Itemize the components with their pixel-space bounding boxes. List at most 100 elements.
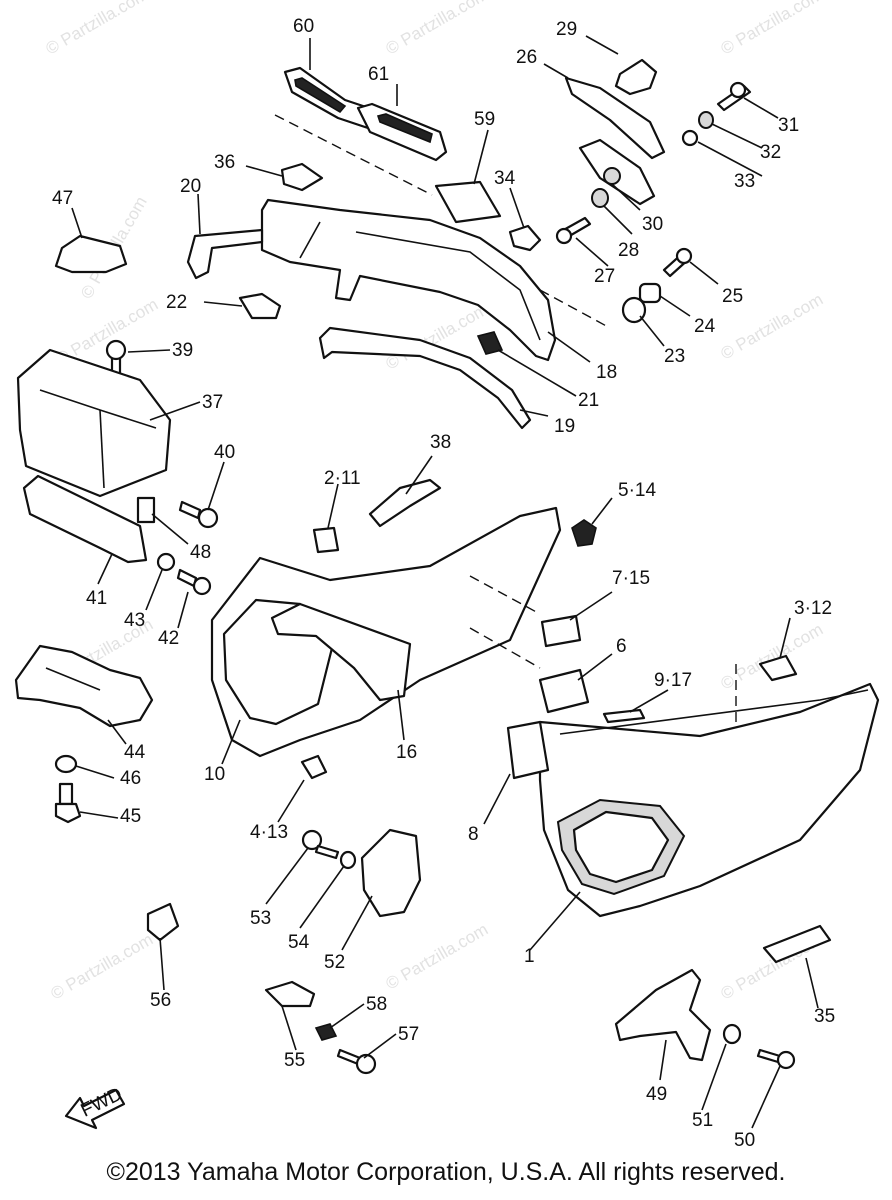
fwd-arrow-shape xyxy=(64,1088,126,1130)
part-20-grab-bar xyxy=(186,228,264,280)
callout-8: 8 xyxy=(468,824,479,845)
leader-lines xyxy=(71,35,819,1129)
part-60-emblem-detail xyxy=(294,77,347,114)
callout-20: 20 xyxy=(180,176,201,197)
callout-44: 44 xyxy=(124,742,146,763)
callout-1: 1 xyxy=(524,946,535,967)
part-30-hole xyxy=(603,167,621,185)
part-6-decal xyxy=(538,668,590,714)
callout-39: 39 xyxy=(172,340,193,361)
part-45-bolt xyxy=(58,782,74,806)
part-40-bolt xyxy=(178,500,202,520)
callout-16: 16 xyxy=(396,742,417,763)
part-47-clip xyxy=(54,234,128,274)
callout-9-17: 9·17 xyxy=(654,670,692,691)
part-61-emblem-detail xyxy=(376,113,433,144)
watermark: © Partzilla.com xyxy=(43,0,152,58)
dashed-guide-10b xyxy=(469,627,541,669)
part-35-bracket xyxy=(762,924,832,964)
callout-33: 33 xyxy=(734,171,755,192)
callout-labels: 60 61 29 26 31 32 33 59 34 36 20 47 30 2… xyxy=(52,16,835,1151)
callout-19: 19 xyxy=(554,416,575,437)
callout-47: 47 xyxy=(52,188,73,209)
callout-60: 60 xyxy=(293,16,314,37)
callout-51: 51 xyxy=(692,1110,713,1131)
watermark: © Partzilla.com xyxy=(383,920,492,994)
callout-23: 23 xyxy=(664,346,685,367)
part-2-11-grommet xyxy=(312,526,340,554)
part-9-17-strip xyxy=(602,708,646,724)
part-59-decal xyxy=(434,180,502,224)
part-7-15-decal xyxy=(540,614,582,648)
part-24-collar xyxy=(638,282,662,304)
callout-42: 42 xyxy=(158,628,179,649)
callout-40: 40 xyxy=(214,442,235,463)
part-43-washer xyxy=(156,552,176,572)
part-21-bracket xyxy=(476,331,504,355)
callout-35: 35 xyxy=(814,1006,835,1027)
part-18-contour xyxy=(355,231,541,341)
part-39-head xyxy=(105,339,127,361)
part-27-head xyxy=(555,227,573,245)
watermark: © Partzilla.com xyxy=(48,930,157,1004)
part-18-cowl xyxy=(260,198,557,362)
callout-5-14: 5·14 xyxy=(618,480,656,501)
part-51-washer xyxy=(722,1023,742,1045)
part-57-head xyxy=(355,1053,377,1075)
part-53-screw-head xyxy=(301,829,323,851)
watermark: © Partzilla.com xyxy=(718,0,827,58)
part-25-head xyxy=(675,247,693,265)
part-16-panel xyxy=(270,602,412,702)
callout-48: 48 xyxy=(190,542,211,563)
callout-24: 24 xyxy=(694,316,716,337)
part-29-cap xyxy=(614,58,658,96)
part-33-washer xyxy=(681,129,699,147)
part-34-clip xyxy=(508,224,542,252)
part-49-bracket xyxy=(614,968,712,1062)
callout-37: 37 xyxy=(202,392,223,413)
callout-25: 25 xyxy=(722,286,743,307)
copyright-notice: ©2013 Yamaha Motor Corporation, U.S.A. A… xyxy=(106,1158,786,1186)
callout-10: 10 xyxy=(204,764,225,785)
part-32-washer xyxy=(698,111,714,129)
callout-32: 32 xyxy=(760,142,781,163)
part-5-14-grommet xyxy=(571,519,597,547)
part-48-collar xyxy=(136,496,156,524)
callout-58: 58 xyxy=(366,994,387,1015)
part-61-emblem xyxy=(356,102,448,162)
callout-59: 59 xyxy=(474,109,495,130)
callout-3-12: 3·12 xyxy=(794,598,832,619)
part-18-contour xyxy=(299,221,321,259)
callout-7-15: 7·15 xyxy=(612,568,650,589)
callout-61: 61 xyxy=(368,64,389,85)
callout-43: 43 xyxy=(124,610,145,631)
callout-6: 6 xyxy=(616,636,627,657)
callout-41: 41 xyxy=(86,588,107,609)
callout-2-11: 2·11 xyxy=(324,468,361,489)
callout-29: 29 xyxy=(556,19,577,40)
watermark: © Partzilla.com xyxy=(718,620,827,694)
callout-27: 27 xyxy=(594,266,615,287)
part-46-washer xyxy=(54,754,78,774)
callout-30: 30 xyxy=(642,214,663,235)
parts-diagram: © Partzilla.com © Partzilla.com © Partzi… xyxy=(14,0,880,1151)
callout-38: 38 xyxy=(430,432,451,453)
part-53-screw xyxy=(314,844,340,860)
part-37-tray xyxy=(16,348,172,498)
callout-18: 18 xyxy=(596,362,617,383)
part-44-mount xyxy=(14,644,154,728)
part-56-clip xyxy=(146,902,180,942)
callout-31: 31 xyxy=(778,115,799,136)
callout-46: 46 xyxy=(120,768,141,789)
callout-45: 45 xyxy=(120,806,141,827)
callout-22: 22 xyxy=(166,292,187,313)
callout-56: 56 xyxy=(150,990,171,1011)
part-50-bolt xyxy=(756,1048,782,1064)
part-1-vent-inner xyxy=(572,810,670,884)
part-37-contour xyxy=(99,409,105,489)
fwd-arrow: FWD xyxy=(64,1084,126,1130)
callout-26: 26 xyxy=(516,47,537,68)
part-8-bracket xyxy=(506,720,550,780)
part-26-bracket xyxy=(564,76,666,160)
part-55-clip xyxy=(264,980,316,1008)
